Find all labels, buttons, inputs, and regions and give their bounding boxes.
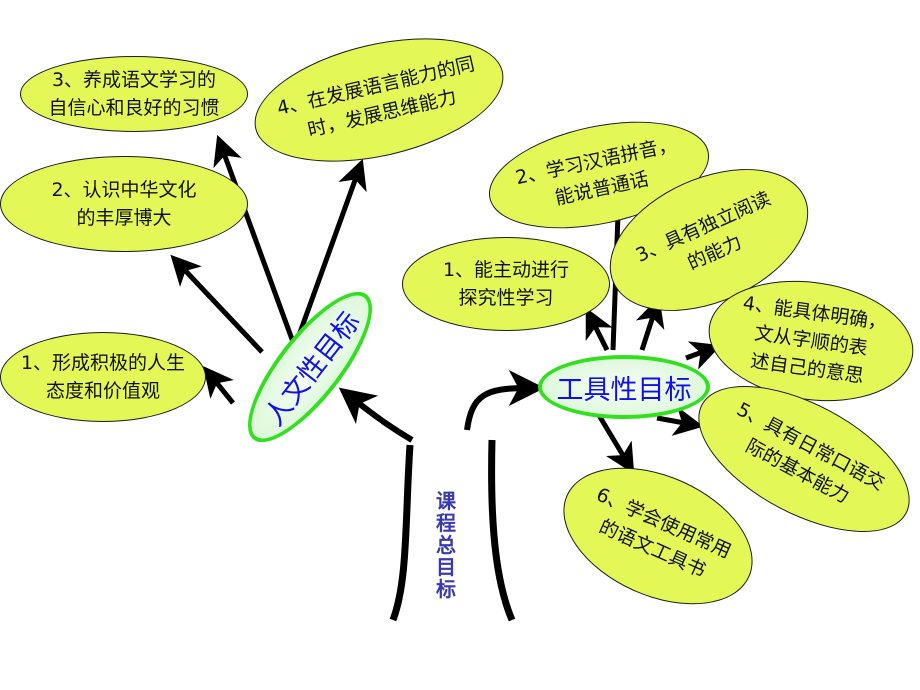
instrumental-goal-1: 1、能主动进行 探究性学习 <box>402 237 610 331</box>
arrow-h1 <box>203 366 235 405</box>
arrow-h3 <box>213 134 296 343</box>
humanistic-goal-3: 3、养成语文学习的 自信心和良好的习惯 <box>20 56 248 132</box>
humanistic-goal-2: 2、认识中华文化 的丰厚博大 <box>0 156 248 252</box>
trunk-to-instrumental-arrow <box>464 370 545 431</box>
trunk-right-line <box>488 439 516 622</box>
trunk-label: 课 程 总 目 标 <box>436 489 456 601</box>
arrow-h4 <box>295 158 367 339</box>
instrumental-hub: 工具性目标 <box>538 355 710 419</box>
arrow-i3 <box>635 296 665 351</box>
arrow-i1 <box>585 307 613 352</box>
arrow-h2 <box>170 254 264 354</box>
humanistic-goal-1: 1、形成积极的人生 态度和价值观 <box>0 332 206 422</box>
trunk-left-line <box>389 444 414 622</box>
trunk-to-humanistic-arrow <box>338 387 414 443</box>
arrow-i5 <box>656 406 704 436</box>
arrow-i4 <box>685 341 722 370</box>
arrow-i6 <box>594 410 635 475</box>
